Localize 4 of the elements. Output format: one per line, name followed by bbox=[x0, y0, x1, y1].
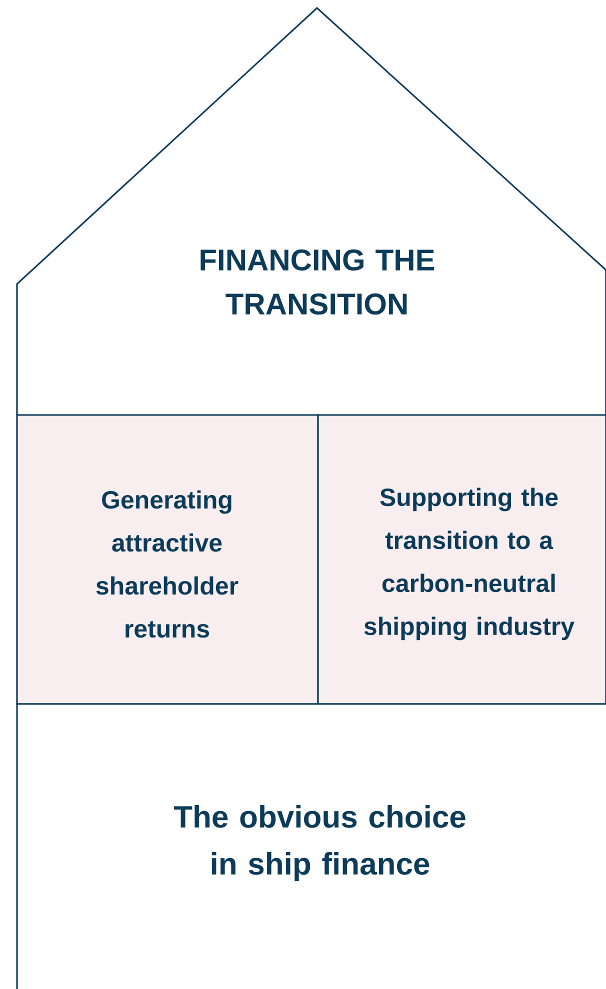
pillar-box: Generating attractive shareholder returns bbox=[16, 414, 319, 705]
roof-section: FINANCING THE TRANSITION bbox=[16, 6, 606, 415]
base-section: The obvious choice in ship finance bbox=[16, 703, 606, 989]
pillar-box: Supporting the transition to a carbon-neutral shipping industry bbox=[317, 414, 606, 705]
